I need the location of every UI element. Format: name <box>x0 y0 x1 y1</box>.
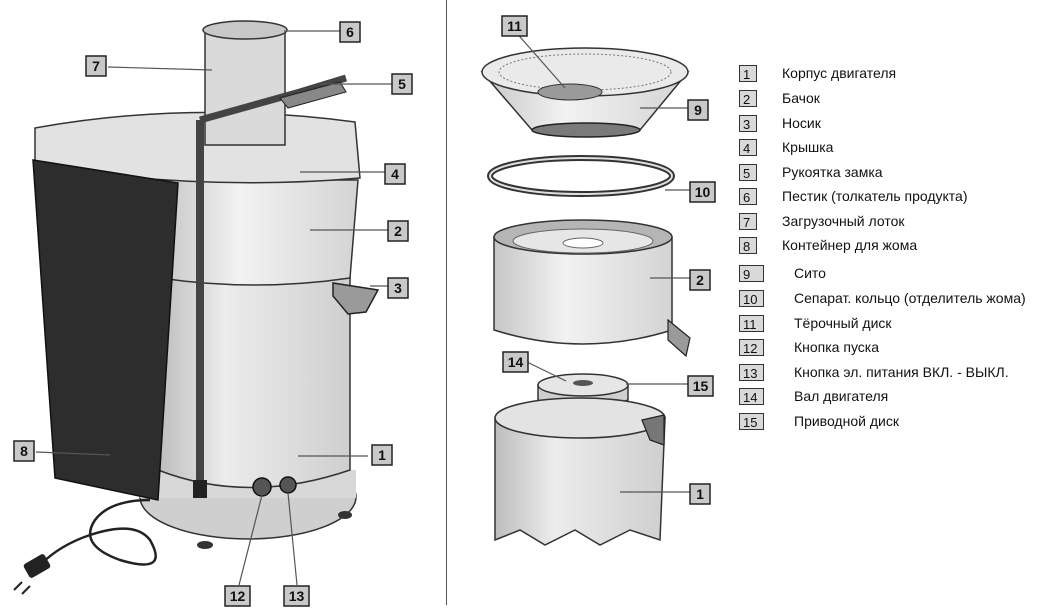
right-callout-number: 9 <box>694 102 702 118</box>
legend-row: 10 Сепарат. кольцо (отделитель жома) <box>739 288 1026 308</box>
legend-number: 14 <box>739 387 764 405</box>
left-callout-number: 1 <box>378 447 386 463</box>
left-callout-number: 2 <box>394 223 402 239</box>
right-callout-box <box>689 181 716 203</box>
left-callout-number: 5 <box>398 76 406 92</box>
legend-number: 15 <box>739 412 764 430</box>
legend-row: 4 Крышка <box>739 137 833 157</box>
right-callout-box <box>501 15 528 37</box>
left-callout-number: 4 <box>391 166 399 182</box>
right-callout-number: 1 <box>696 486 704 502</box>
left-callout-box <box>387 220 409 242</box>
legend-label: Загрузочный лоток <box>782 213 905 229</box>
legend-row: 5 Рукоятка замка <box>739 162 883 182</box>
legend-row: 11 Тёрочный диск <box>739 313 892 333</box>
left-callout-box <box>384 163 406 185</box>
legend-row: 1 Корпус двигателя <box>739 63 896 83</box>
legend-label: Бачок <box>782 90 820 106</box>
legend-number: 10 <box>739 289 764 307</box>
legend-label: Крышка <box>782 139 834 155</box>
left-callout-box <box>371 444 393 466</box>
legend-number: 12 <box>739 338 764 356</box>
legend-number: 13 <box>739 363 764 381</box>
left-callout-box <box>339 21 361 43</box>
right-callout-number: 11 <box>507 18 522 34</box>
legend-label: Пестик (толкатель продукта) <box>782 188 968 204</box>
right-callout-box <box>687 99 709 121</box>
left-callout-box <box>224 585 251 607</box>
legend-row: 3 Носик <box>739 113 821 133</box>
legend-label: Рукоятка замка <box>782 164 883 180</box>
left-callout-box <box>85 55 107 77</box>
legend-row: 2 Бачок <box>739 88 820 108</box>
right-callout-box <box>689 483 711 505</box>
left-callout-number: 8 <box>20 443 28 459</box>
right-callout-box <box>689 269 711 291</box>
legend-number: 3 <box>739 114 757 132</box>
right-callout-number: 15 <box>693 378 709 394</box>
vertical-divider <box>446 0 447 605</box>
legend-label: Вал двигателя <box>794 388 889 404</box>
legend-row: 7 Загрузочный лоток <box>739 211 905 231</box>
legend-label: Носик <box>782 115 821 131</box>
left-callout-number: 7 <box>92 58 100 74</box>
legend-label: Кнопка эл. питания ВКЛ. - ВЫКЛ. <box>794 364 1009 380</box>
left-leader-lines <box>35 30 392 586</box>
legend-row: 8 Контейнер для жома <box>739 235 917 255</box>
right-callout-number: 2 <box>696 272 704 288</box>
right-leader-lines <box>513 29 690 493</box>
right-callout-box <box>502 351 529 373</box>
left-callout-number: 13 <box>289 588 305 604</box>
legend-label: Приводной диск <box>794 413 899 429</box>
right-callout-number: 14 <box>508 354 524 370</box>
legend-label: Тёрочный диск <box>794 315 892 331</box>
legend-number: 7 <box>739 212 757 230</box>
exploded-juicer <box>480 47 691 546</box>
legend-row: 14 Вал двигателя <box>739 386 888 406</box>
right-callout-number: 10 <box>695 184 711 200</box>
legend-row: 6 Пестик (толкатель продукта) <box>739 186 968 206</box>
left-callout-number: 12 <box>230 588 246 604</box>
legend-label: Корпус двигателя <box>782 65 897 81</box>
legend-label: Сито <box>794 265 826 281</box>
legend-number: 5 <box>739 163 757 181</box>
legend-row: 13 Кнопка эл. питания ВКЛ. - ВЫКЛ. <box>739 362 1009 382</box>
legend-label: Контейнер для жома <box>782 237 918 253</box>
right-callout-box <box>687 375 714 397</box>
legend-number: 6 <box>739 187 757 205</box>
left-callout-number: 3 <box>394 280 402 296</box>
assembled-juicer <box>13 20 380 595</box>
left-callout-number: 6 <box>346 24 354 40</box>
legend-label: Сепарат. кольцо (отделитель жома) <box>794 290 1026 306</box>
legend-number: 11 <box>739 314 764 332</box>
legend-row: 9 Сито <box>739 263 826 283</box>
legend-number: 9 <box>739 264 764 282</box>
legend-number: 2 <box>739 89 757 107</box>
left-callout-box <box>391 73 413 95</box>
legend-row: 12 Кнопка пуска <box>739 337 879 357</box>
legend-label: Кнопка пуска <box>794 339 880 355</box>
left-callout-box <box>283 585 310 607</box>
legend-number: 1 <box>739 64 757 82</box>
left-callout-box <box>13 440 35 462</box>
legend-row: 15 Приводной диск <box>739 411 899 431</box>
legend-number: 8 <box>739 236 757 254</box>
left-callout-box <box>387 277 409 299</box>
legend-number: 4 <box>739 138 757 156</box>
